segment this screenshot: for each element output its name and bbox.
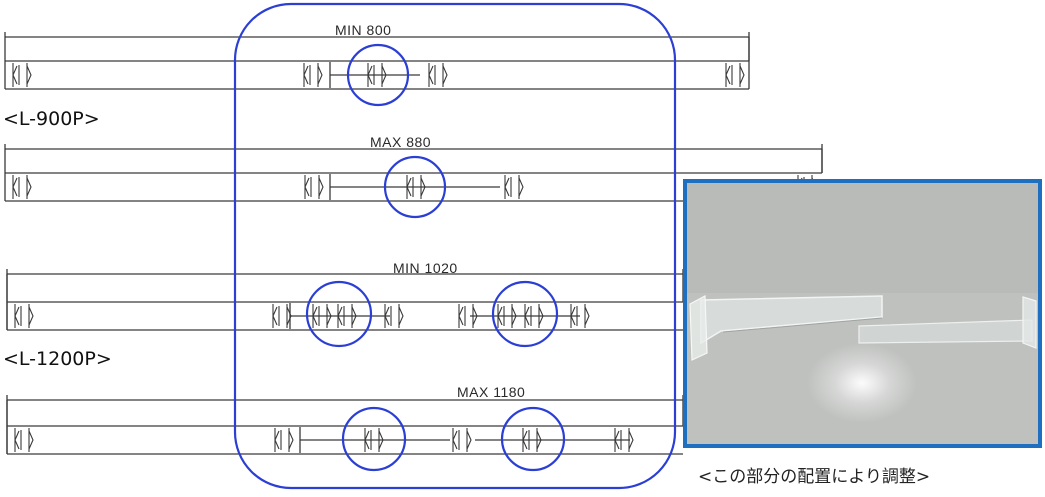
divider-bracket [428,63,448,87]
photo-caption: <この部分の配置により調整> [698,467,931,487]
photo-illustration [687,183,1038,444]
highlight-circle-max-880 [383,155,447,219]
divider-bracket [522,428,542,452]
divider-bracket [12,175,32,199]
divider-bracket [303,63,323,87]
highlight-circle-min-800 [346,43,410,107]
divider-bracket [614,428,634,452]
installation-photo [683,179,1042,448]
divider-bracket [14,428,34,452]
divider-bracket [364,428,384,452]
divider-bracket [367,63,387,87]
adjustment-zone-frame [233,2,677,490]
divider-bracket [452,428,472,452]
divider-bracket [725,63,745,87]
divider-bracket [12,63,32,87]
highlight-circle-min-1020-left [305,280,373,348]
dimension-label-min-800: MIN 800 [335,22,392,38]
highlight-circle-min-1020-right [491,280,559,348]
divider-bracket [406,175,426,199]
divider-bracket [14,304,34,328]
model-label-l-1200p: <L-1200P> [3,348,112,370]
dimension-label-max-1180: MAX 1180 [457,384,526,400]
divider-bracket [274,428,294,452]
divider-bracket [384,304,404,328]
dimension-label-min-1020: MIN 1020 [393,260,458,276]
divider-bracket [570,304,590,328]
divider-bracket [458,304,478,328]
divider-bracket [504,175,524,199]
divider-bracket [497,304,517,328]
highlight-circle-max-1180-left [341,406,407,472]
highlight-circle-max-1180-right [500,406,566,472]
divider-bracket [337,304,357,328]
model-label-l-900p: <L-900P> [3,108,100,130]
divider-bracket [524,304,544,328]
divider-bracket [272,304,292,328]
divider-bracket [312,304,332,328]
divider-bracket [304,175,324,199]
dimension-label-max-880: MAX 880 [370,134,432,150]
